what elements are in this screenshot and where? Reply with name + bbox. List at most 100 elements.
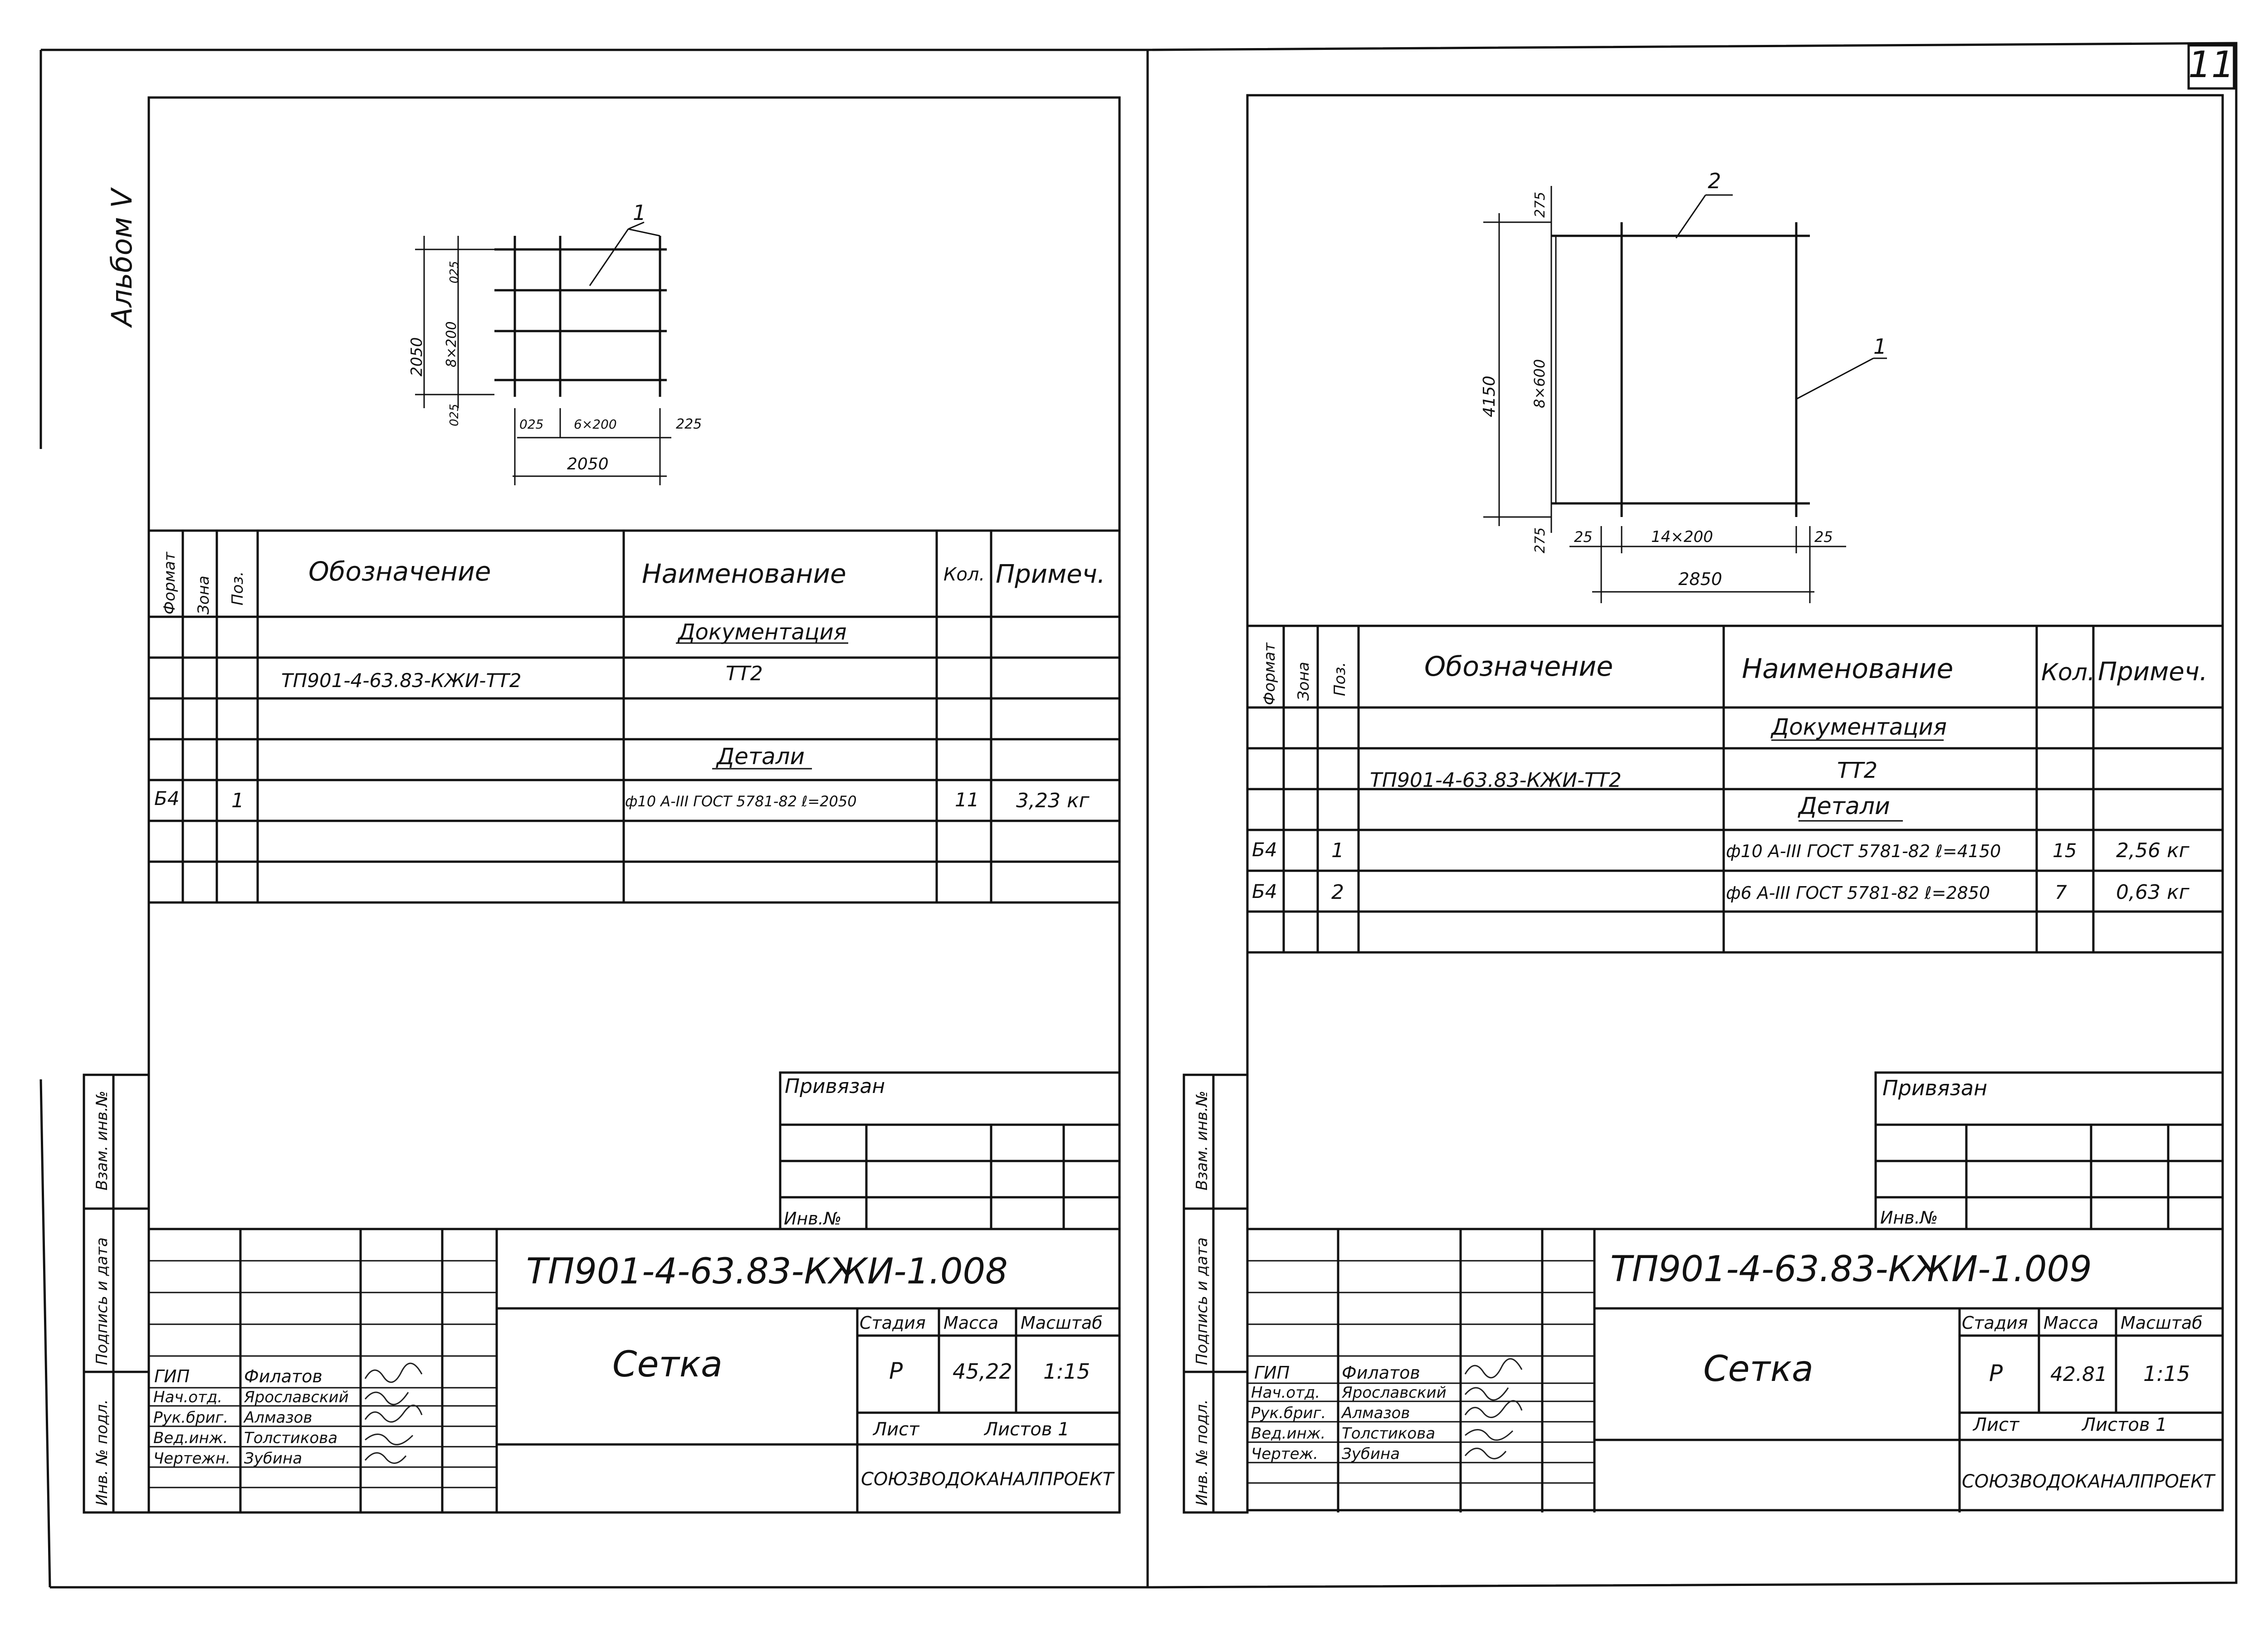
right-sig-name-1: Филатов xyxy=(1342,1363,1420,1383)
right-handwritten-signatures xyxy=(1464,1358,1523,1459)
left-spec-doc-name: ТТ2 xyxy=(726,662,763,685)
left-hdr-primech: Примеч. xyxy=(996,560,1105,589)
left-sig-name-1: Филатов xyxy=(244,1366,323,1386)
right-sig-role-1: ГИП xyxy=(1254,1363,1290,1383)
right-inv-podl: Инв. № подл. xyxy=(1193,1399,1211,1506)
right-spec-table xyxy=(1247,624,2223,954)
left-sig-role-2: Нач.отд. xyxy=(153,1388,222,1406)
right-row2-qty: 7 xyxy=(2055,881,2067,903)
right-dim-bottom: 275 xyxy=(1532,527,1548,553)
right-hdr-oboznachenie: Обозначение xyxy=(1424,651,1613,683)
left-hdr-naimenovanie: Наименование xyxy=(642,558,846,589)
right-vzam-inv: Взам. инв.№ xyxy=(1193,1091,1211,1190)
right-row1-name: ф10 А-III ГОСТ 5781-82 ℓ=4150 xyxy=(1726,841,2001,861)
right-inv-no: Инв.№ xyxy=(1880,1208,1938,1228)
right-dim-height: 4150 xyxy=(1480,376,1499,417)
left-massa-label: Масса xyxy=(943,1313,998,1333)
left-hdr-zona: Зона xyxy=(195,576,213,615)
right-org: СОЮЗВОДОКАНАЛПРОЕКТ xyxy=(1962,1471,2216,1492)
right-row2-name: ф6 А-III ГОСТ 5781-82 ℓ=2850 xyxy=(1726,883,1990,903)
right-spec-doc-name: ТТ2 xyxy=(1837,758,1877,783)
left-title-code: ТП901-4-63.83-КЖИ-1.008 xyxy=(526,1251,1008,1292)
right-dim-width: 2850 xyxy=(1678,569,1722,589)
left-row1-format: Б4 xyxy=(154,787,180,810)
left-signatures: ГИП Филатов Нач.отд. Ярославский Рук.бри… xyxy=(153,1362,423,1468)
right-spec-doc-code: ТП901-4-63.83-КЖИ-ТТ2 xyxy=(1370,769,1622,792)
right-row2-poz: 2 xyxy=(1331,881,1344,904)
right-hdr-format: Формат xyxy=(1261,642,1279,705)
left-row1-qty: 11 xyxy=(955,789,979,811)
right-spec-row: Б4 1 ф10 А-III ГОСТ 5781-82 ℓ=4150 15 2,… xyxy=(1252,839,2190,862)
left-inv-no: Инв.№ xyxy=(784,1209,841,1229)
left-vzam-inv: Взам. инв.№ xyxy=(93,1091,111,1190)
right-listov-label: Листов 1 xyxy=(2081,1415,2167,1435)
right-row1-poz: 1 xyxy=(1331,839,1344,862)
right-row1-format: Б4 xyxy=(1252,839,1277,861)
left-stadiya: Р xyxy=(889,1358,903,1384)
left-sig-role-1: ГИП xyxy=(154,1366,190,1386)
right-mesh-drawing: 2 1 4150 8×600 275 275 25 14×200 25 2850 xyxy=(1480,169,1887,603)
left-massa: 45,22 xyxy=(953,1359,1012,1384)
left-title-block xyxy=(149,1228,1119,1512)
left-spec-doc-code: ТП901-4-63.83-КЖИ-ТТ2 xyxy=(281,669,522,692)
left-dim-cols: 6×200 xyxy=(574,417,617,432)
left-sig-name-2: Ярославский xyxy=(244,1388,349,1406)
left-dim-left-off: 025 xyxy=(519,417,543,432)
right-leader-1: 1 xyxy=(1873,334,1887,359)
right-sig-name-3: Алмазов xyxy=(1341,1404,1410,1422)
right-dim-right-off: 25 xyxy=(1814,528,1833,546)
right-row2-format: Б4 xyxy=(1252,880,1277,902)
left-sig-role-4: Вед.инж. xyxy=(153,1429,228,1447)
right-privyazan-block xyxy=(1874,1071,2224,1230)
right-dim-rows: 8×600 xyxy=(1531,359,1548,408)
left-section-docs: Документация xyxy=(677,619,847,645)
right-hdr-poz: Поз. xyxy=(1331,662,1349,696)
left-sig-name-4: Толстикова xyxy=(244,1429,337,1447)
right-leader-2: 2 xyxy=(1708,169,1721,193)
album-label: Альбом V xyxy=(105,187,138,328)
left-dim-top: 025 xyxy=(448,261,461,283)
left-mesh-drawing: 1 2050 8×200 025 025 025 6×200 225 2050 xyxy=(408,200,702,485)
right-row2-note: 0,63 кг xyxy=(2116,881,2190,904)
right-podpis-data: Подпись и дата xyxy=(1193,1237,1211,1365)
left-hdr-poz: Поз. xyxy=(229,571,247,605)
left-dim-width: 2050 xyxy=(567,455,609,473)
right-massa-label: Масса xyxy=(2043,1313,2098,1333)
right-sig-name-5: Зубина xyxy=(1342,1445,1400,1463)
outer-frames xyxy=(39,42,2238,1589)
right-row1-note: 2,56 кг xyxy=(2116,839,2190,862)
left-row1-poz: 1 xyxy=(231,789,244,812)
left-hdr-format: Формат xyxy=(161,551,179,615)
right-row1-qty: 15 xyxy=(2053,839,2077,862)
right-sig-name-2: Ярославский xyxy=(1341,1384,1447,1402)
left-section-details: Детали xyxy=(716,743,805,770)
right-dim-cols: 14×200 xyxy=(1651,528,1713,546)
left-handwritten-signatures xyxy=(364,1362,423,1464)
right-hdr-naimenovanie: Наименование xyxy=(1742,653,1953,685)
left-title-name: Сетка xyxy=(612,1344,723,1385)
left-sig-role-5: Чертежн. xyxy=(153,1449,230,1468)
right-spec-row: Б4 2 ф6 А-III ГОСТ 5781-82 ℓ=2850 7 0,63… xyxy=(1252,880,2190,904)
right-masshtab: 1:15 xyxy=(2143,1361,2190,1386)
right-hdr-zona: Зона xyxy=(1295,662,1313,701)
left-leader-1: 1 xyxy=(633,200,646,225)
right-sig-role-3: Рук.бриг. xyxy=(1251,1404,1326,1422)
left-row1-name: ф10 А-III ГОСТ 5781-82 ℓ=2050 xyxy=(625,793,857,810)
right-section-docs: Документация xyxy=(1770,714,1947,740)
left-masshtab-label: Масштаб xyxy=(1021,1313,1103,1333)
left-spec-table xyxy=(149,529,1119,904)
left-sig-name-3: Алмазов xyxy=(243,1409,312,1427)
left-hdr-kol: Кол. xyxy=(943,564,985,585)
right-list-label: Лист xyxy=(1972,1415,2020,1435)
left-inv-podl: Инв. № подл. xyxy=(93,1399,111,1506)
right-dim-top: 275 xyxy=(1532,192,1548,218)
right-title-name: Сетка xyxy=(1703,1349,1813,1390)
left-row1-note: 3,23 кг xyxy=(1016,789,1090,812)
left-stadiya-label: Стадия xyxy=(860,1313,926,1333)
left-org: СОЮЗВОДОКАНАЛПРОЕКТ xyxy=(861,1469,1115,1490)
right-hdr-primech: Примеч. xyxy=(2098,657,2208,687)
left-dim-right-off: 225 xyxy=(676,416,702,432)
left-list-label: Лист xyxy=(872,1419,920,1440)
